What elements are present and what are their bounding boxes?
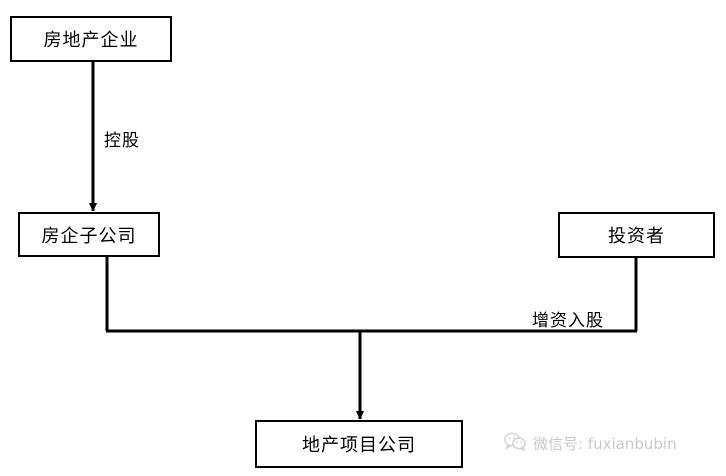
node-project-company[interactable]: 地产项目公司 [255,420,463,468]
wechat-icon [504,432,527,455]
edge-label-capital-entry: 增资入股 [532,311,604,331]
node-investor[interactable]: 投资者 [558,212,715,258]
node-label: 房企子公司 [41,225,137,247]
watermark-text: 微信号: fuxianbubin [533,435,677,453]
node-developer-subsidiary[interactable]: 房企子公司 [18,212,160,257]
watermark: 微信号: fuxianbubin [504,432,677,455]
edge-label-holding: 控股 [104,131,140,151]
node-label: 房地产企业 [43,30,139,51]
node-real-estate-enterprise[interactable]: 房地产企业 [10,16,172,62]
node-label: 投资者 [608,226,665,247]
node-label: 地产项目公司 [302,435,416,456]
